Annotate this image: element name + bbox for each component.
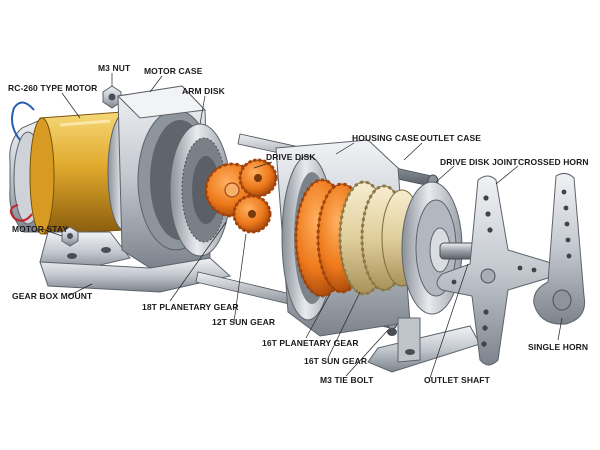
label-outlet-case: OUTLET CASE	[420, 133, 482, 143]
label-housing-case: HOUSING CASE	[352, 133, 419, 143]
arm-disk	[169, 123, 231, 257]
label-drive-disk-joint: DRIVE DISK JOINT	[440, 157, 518, 167]
label-16t-sun-gear: 16T SUN GEAR	[304, 356, 368, 366]
label-18t-planetary-gear: 18T PLANETARY GEAR	[142, 302, 239, 312]
outlet-bracket	[367, 317, 481, 373]
label-12t-sun-gear: 12T SUN GEAR	[212, 317, 276, 327]
leader-lines	[41, 73, 563, 379]
label-drive-disk: DRIVE DISK	[266, 152, 316, 162]
m3-nut-bottom	[61, 226, 79, 247]
label-rc260-type-motor: RC-260 TYPE MOTOR	[8, 83, 98, 93]
planetary-gear-set	[204, 158, 278, 234]
label-outlet-shaft: OUTLET SHAFT	[424, 375, 490, 385]
single-horn	[533, 172, 586, 325]
label-16t-planetary-gear: 16T PLANETARY GEAR	[262, 338, 359, 348]
label-motor-stay: MOTOR STAY	[12, 224, 69, 234]
crossed-horn	[436, 175, 554, 366]
label-crossed-horn: CROSSED HORN	[518, 157, 589, 167]
label-m3-nut-top: M3 NUT	[98, 63, 131, 73]
label-motor-case: MOTOR CASE	[144, 66, 203, 76]
label-m3-tie-bolt: M3 TIE BOLT	[320, 375, 374, 385]
label-gear-box-mount: GEAR BOX MOUNT	[12, 291, 93, 301]
label-arm-disk: ARM DISK	[182, 86, 225, 96]
label-single-horn: SINGLE HORN	[528, 342, 589, 352]
